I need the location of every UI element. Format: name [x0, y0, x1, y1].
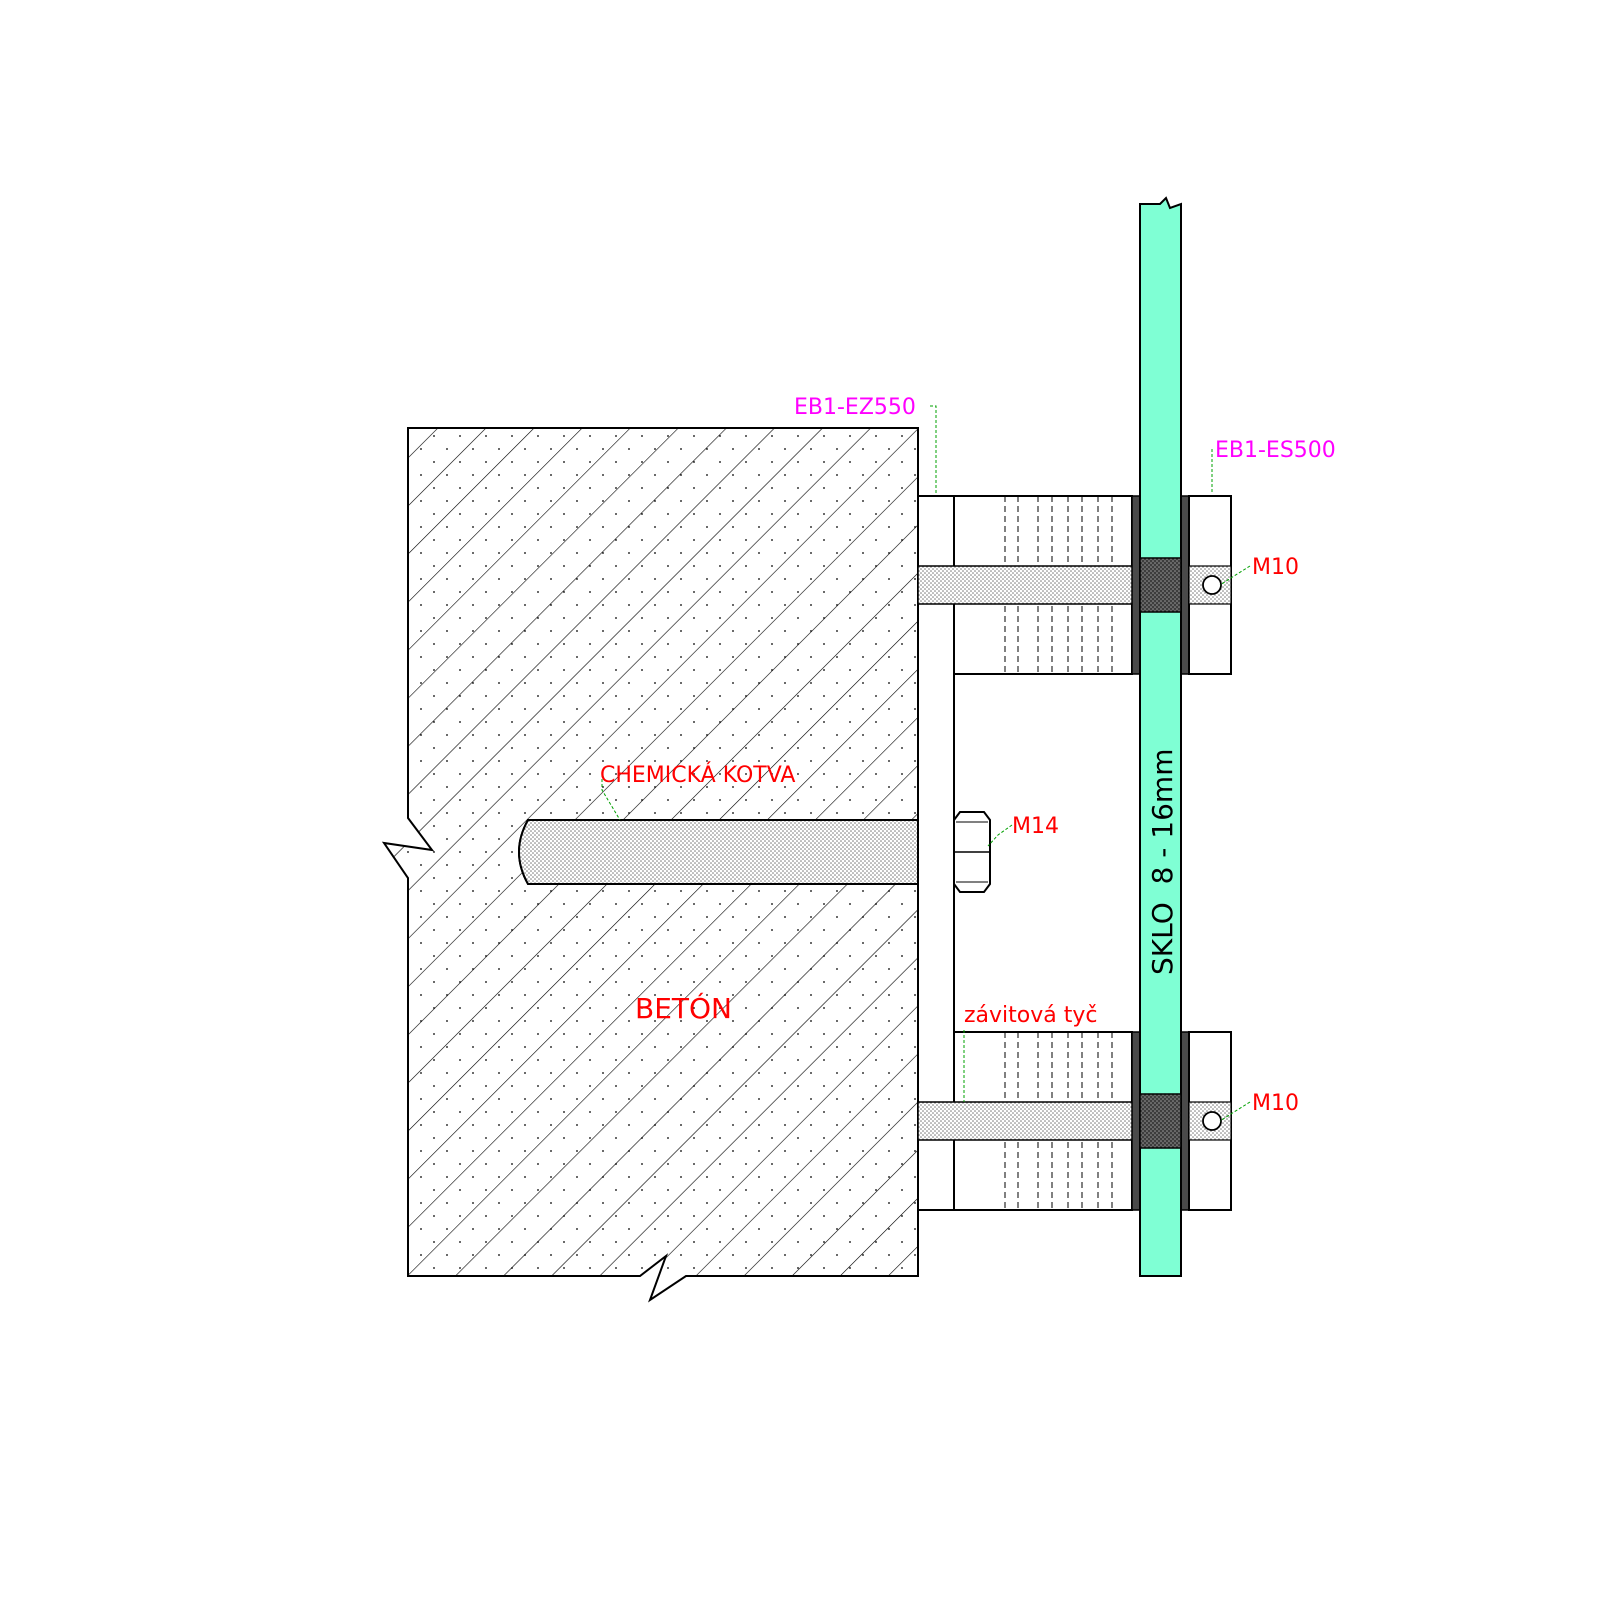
- m14-hex-nut: [953, 811, 991, 893]
- label-chemicka-kotva: CHEMICKÁ KOTVA: [600, 762, 795, 788]
- bottom-outer-cap-eb1-es500: [1188, 1031, 1232, 1211]
- chemical-anchor: [518, 819, 921, 885]
- leader-m10-bottom: [1219, 1101, 1251, 1122]
- top-gasket-right: [1180, 495, 1190, 675]
- glass-pane: [1139, 196, 1182, 1277]
- leader-eb1-ez550: [930, 405, 937, 494]
- label-m10-top: M10: [1252, 555, 1299, 580]
- base-plate-eb1-ez550: [917, 495, 955, 1211]
- bottom-gasket-left: [1131, 1031, 1141, 1211]
- bottom-glass-bushing: [1139, 1093, 1182, 1149]
- top-gasket-left: [1131, 495, 1141, 675]
- label-zavitova-tyc: závitová tyč: [964, 1003, 1097, 1028]
- top-outer-cap-eb1-es500: [1188, 495, 1232, 675]
- label-eb1-ez550: EB1-EZ550: [794, 395, 916, 420]
- label-m14: M14: [1012, 814, 1059, 839]
- bottom-gasket-right: [1180, 1031, 1190, 1211]
- label-sklo: SKLO 8 - 16mm: [1146, 749, 1179, 975]
- label-eb1-es500: EB1-ES500: [1215, 438, 1336, 463]
- leader-chemicka-kotva: [601, 774, 621, 821]
- leader-m10-top: [1219, 565, 1251, 586]
- label-beton: BETÓN: [635, 991, 732, 1025]
- leader-m14: [987, 824, 1013, 847]
- top-glass-bushing: [1139, 557, 1182, 613]
- label-m10-bottom: M10: [1252, 1091, 1299, 1116]
